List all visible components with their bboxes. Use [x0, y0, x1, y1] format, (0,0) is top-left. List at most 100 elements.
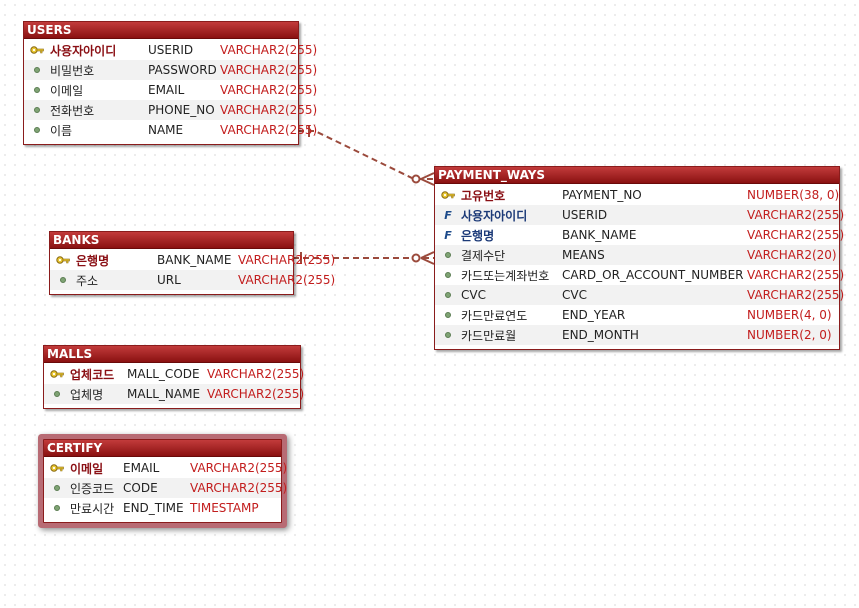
- column-physical-name: CARD_OR_ACCOUNT_NUMBER: [562, 268, 744, 282]
- column-logical-name: 이름: [50, 123, 73, 138]
- column-row[interactable]: 사용자아이디 USERID VARCHAR2(255): [24, 40, 317, 60]
- column-logical-name: 만료시간: [70, 501, 115, 516]
- primary-key-icon: [50, 364, 64, 384]
- column-data-type: VARCHAR2(255): [207, 367, 305, 381]
- column-row[interactable]: 업체코드 MALL_CODE VARCHAR2(255): [44, 364, 304, 384]
- column-row[interactable]: 이메일 EMAIL VARCHAR2(255): [44, 458, 287, 478]
- column-physical-name: PAYMENT_NO: [562, 188, 642, 202]
- attribute-dot-icon: [30, 100, 44, 120]
- column-physical-name: EMAIL: [123, 461, 160, 475]
- column-data-type: VARCHAR2(255): [220, 63, 318, 77]
- entity-title: PAYMENT_WAYS: [435, 167, 839, 184]
- entity-title: CERTIFY: [44, 440, 281, 457]
- column-logical-name: 전화번호: [50, 103, 95, 118]
- column-logical-name: 이메일: [50, 83, 84, 98]
- column-logical-name: 비밀번호: [50, 63, 95, 78]
- column-data-type: NUMBER(4, 0): [747, 308, 832, 322]
- primary-key-icon: [50, 458, 64, 478]
- column-physical-name: PASSWORD: [148, 63, 217, 77]
- column-data-type: VARCHAR2(255): [190, 461, 288, 475]
- column-physical-name: END_TIME: [123, 501, 184, 515]
- column-logical-name: 은행명: [76, 253, 110, 268]
- column-physical-name: PHONE_NO: [148, 103, 215, 117]
- column-physical-name: CVC: [562, 288, 587, 302]
- column-physical-name: NAME: [148, 123, 184, 137]
- attribute-dot-icon: [50, 478, 64, 498]
- primary-key-icon: [56, 250, 70, 270]
- relation-zero-marker: [411, 174, 421, 184]
- relation-zero-marker: [411, 253, 421, 263]
- column-logical-name: 인증코드: [70, 481, 115, 496]
- attribute-dot-icon: [56, 270, 70, 290]
- entity-payment-ways[interactable]: PAYMENT_WAYS 고유번호 PAYMENT_NO NUMBER(38, 0)…: [434, 166, 844, 350]
- attribute-dot-icon: [441, 245, 455, 265]
- column-data-type: NUMBER(38, 0): [747, 188, 840, 202]
- column-data-type: VARCHAR2(20): [747, 248, 837, 262]
- attribute-dot-icon: [30, 80, 44, 100]
- column-logical-name: 업체코드: [70, 367, 115, 382]
- column-physical-name: USERID: [562, 208, 608, 222]
- primary-key-icon: [30, 40, 44, 60]
- column-data-type: VARCHAR2(255): [220, 43, 318, 57]
- attribute-dot-icon: [441, 285, 455, 305]
- column-row[interactable]: 은행명 BANK_NAME VARCHAR2(255): [50, 250, 335, 270]
- attribute-dot-icon: [50, 498, 64, 518]
- column-physical-name: MALL_CODE: [127, 367, 200, 381]
- column-logical-name: 카드만료월: [461, 328, 517, 343]
- column-data-type: NUMBER(2, 0): [747, 328, 832, 342]
- attribute-dot-icon: [50, 384, 64, 404]
- attribute-dot-icon: [441, 305, 455, 325]
- column-logical-name: 업체명: [70, 387, 104, 402]
- column-logical-name: 사용자아이디: [461, 208, 528, 223]
- column-logical-name: 카드만료연도: [461, 308, 528, 323]
- column-logical-name: 이메일: [70, 461, 104, 476]
- relation-users-payment-ways[interactable]: [298, 130, 434, 180]
- column-logical-name: 사용자아이디: [50, 43, 117, 58]
- relation-crowfoot: [420, 172, 435, 180]
- primary-key-icon: [441, 185, 455, 205]
- attribute-dot-icon: [30, 60, 44, 80]
- column-data-type: VARCHAR2(255): [747, 208, 845, 222]
- entity-title: USERS: [24, 22, 298, 39]
- column-physical-name: BANK_NAME: [562, 228, 637, 242]
- column-physical-name: BANK_NAME: [157, 253, 232, 267]
- attribute-dot-icon: [441, 265, 455, 285]
- column-physical-name: USERID: [148, 43, 194, 57]
- column-data-type: VARCHAR2(255): [747, 228, 845, 242]
- column-row[interactable]: 카드만료월 END_MONTH NUMBER(2, 0): [435, 325, 839, 345]
- column-logical-name: 결제수단: [461, 248, 506, 263]
- relation-crowfoot: [420, 178, 435, 186]
- column-data-type: VARCHAR2(255): [238, 253, 336, 267]
- attribute-dot-icon: [30, 120, 44, 140]
- entity-users[interactable]: USERS 사용자아이디 USERID VARCHAR2(255) 비밀번호 PASSW…: [23, 21, 317, 145]
- column-data-type: VARCHAR2(255): [207, 387, 305, 401]
- column-logical-name: 고유번호: [461, 188, 506, 203]
- column-physical-name: END_MONTH: [562, 328, 639, 342]
- column-data-type: VARCHAR2(255): [238, 273, 336, 287]
- column-row[interactable]: 고유번호 PAYMENT_NO NUMBER(38, 0): [435, 185, 839, 205]
- column-physical-name: URL: [157, 273, 181, 287]
